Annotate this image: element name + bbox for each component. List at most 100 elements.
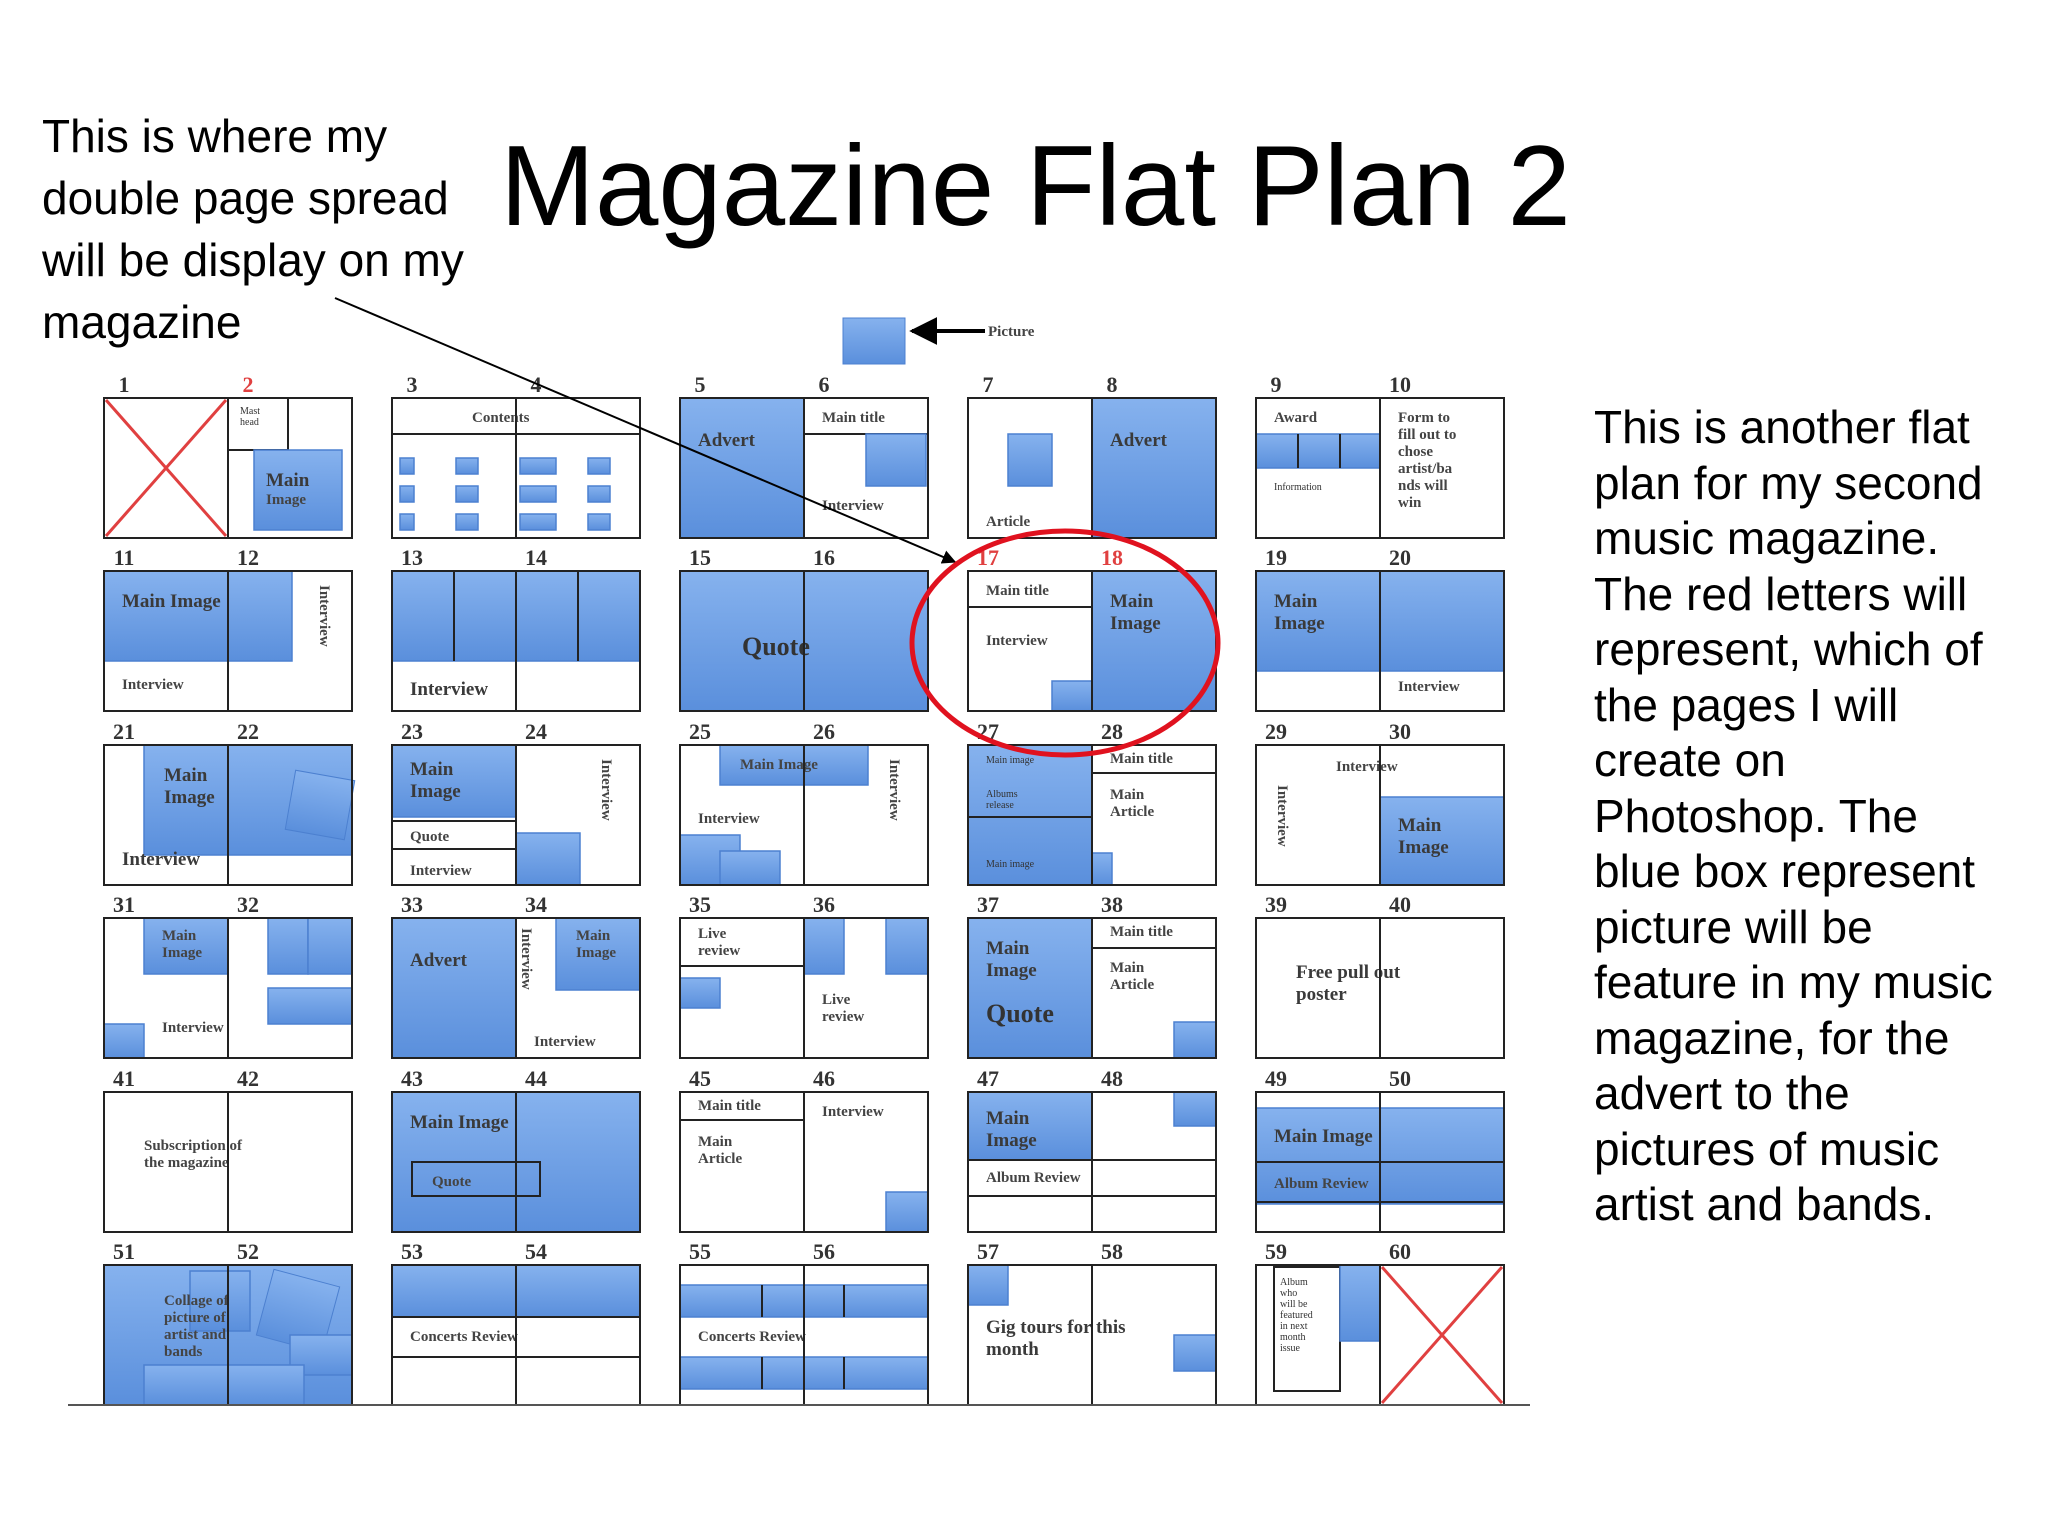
spread-label: Quote [432,1174,472,1190]
spread-label: Main Image [122,591,221,612]
page-number: 47 [977,1066,999,1091]
page-number: 14 [525,545,547,570]
picture-box [253,449,343,531]
spread-label: Main Image [1274,1126,1373,1147]
spread-label: Quote [410,829,450,845]
picture-box [967,1264,1009,1306]
page-number: 52 [237,1239,259,1264]
spread-label: Album Review [986,1170,1081,1186]
picture-box [399,485,415,503]
page-number: 53 [401,1239,423,1264]
page-number: 32 [237,892,259,917]
picture-box [267,987,353,1025]
page-number: 45 [689,1066,711,1091]
callout-arrow [334,297,957,564]
page-number: 5 [695,372,706,397]
spread-label: Award [1274,410,1318,426]
double-page-note: This is where my double page spread will… [42,110,464,348]
spread-label: Main image [986,859,1035,870]
spread-label: Interview [1336,759,1398,775]
picture-box [1173,1334,1217,1372]
spread-label: Interview [886,759,902,821]
spread-label: Advert [410,950,468,971]
page-number: 31 [113,892,135,917]
picture-box [1379,796,1505,886]
spread-label: Interview [410,679,488,700]
page-number: 60 [1389,1239,1411,1264]
picture-box [1091,852,1113,886]
picture-box [515,832,581,886]
spread-label: Main Image [740,757,818,773]
page-number: 9 [1271,372,1282,397]
page-number: 55 [689,1239,711,1264]
page-number: 37 [977,892,999,917]
page-number: 19 [1265,545,1287,570]
page-number: 42 [237,1066,259,1091]
picture-box [307,917,353,975]
page-number: 34 [525,892,547,917]
picture-label: Picture [988,324,1035,340]
picture-box [679,977,721,1009]
spread-label: Main image [986,755,1035,766]
spread-label: Main title [822,410,885,426]
picture-box [679,397,805,539]
picture-box [1173,1021,1217,1059]
page-number: 30 [1389,719,1411,744]
spread-label: Interview [122,849,200,870]
page-number: 40 [1389,892,1411,917]
spread-label: Interview [122,677,184,693]
picture-box [885,1191,929,1233]
picture-box [103,1023,145,1059]
spread-label: Concerts Review [698,1329,806,1345]
picture-box [1091,570,1217,712]
page-number: 1 [119,372,130,397]
picture-box [189,1270,251,1332]
spread-label: Information [1274,482,1322,493]
page-number: 18 [1101,545,1123,570]
picture-box [719,850,781,886]
spread-label: Main title [1110,924,1173,940]
picture-box [587,485,611,503]
picture-box [1339,1264,1381,1342]
page-number: 2 [243,372,254,397]
spread-label: Album Review [1274,1176,1369,1192]
spread-label: Interview [986,633,1048,649]
picture-box [519,485,557,503]
spread-label: Interview [598,759,614,821]
picture-box [267,917,309,975]
spread-label: Interview [1398,679,1460,695]
page-number: 38 [1101,892,1123,917]
picture-box [1007,433,1053,487]
page-number: 8 [1107,372,1118,397]
page-number: 3 [407,372,418,397]
picture-box [1051,680,1093,712]
page-number: 22 [237,719,259,744]
picture-box [1255,433,1381,469]
picture-box [587,457,611,475]
spread-label: Quote [986,999,1054,1028]
